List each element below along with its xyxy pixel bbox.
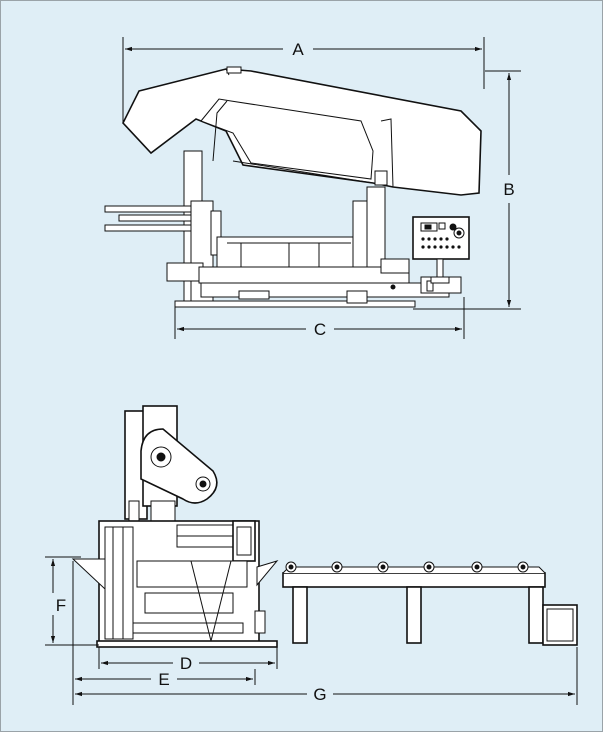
side-frame [71,520,279,648]
dimension-c: C [174,297,465,339]
dimension-f: F [45,556,99,646]
dimension-g-label: G [313,685,326,704]
front-view: A [104,37,521,339]
dimension-d-label: D [180,654,192,673]
saw-head [122,66,482,196]
dimension-e: E [72,561,256,705]
work-table [216,170,388,282]
dimension-a-label: A [292,40,304,59]
control-panel [412,216,470,284]
dimension-b: B [413,70,521,310]
dimension-e-label: E [158,670,169,689]
machine-base [166,258,462,308]
dimension-a: A [122,37,485,123]
side-view: F D E G [45,405,578,705]
dimension-f-label: F [56,596,66,615]
dimension-d: D [98,647,278,673]
dimension-b-label: B [503,180,514,199]
dimension-c-label: C [314,320,326,339]
roller-conveyor [282,561,578,646]
dimension-g: G [75,647,578,705]
